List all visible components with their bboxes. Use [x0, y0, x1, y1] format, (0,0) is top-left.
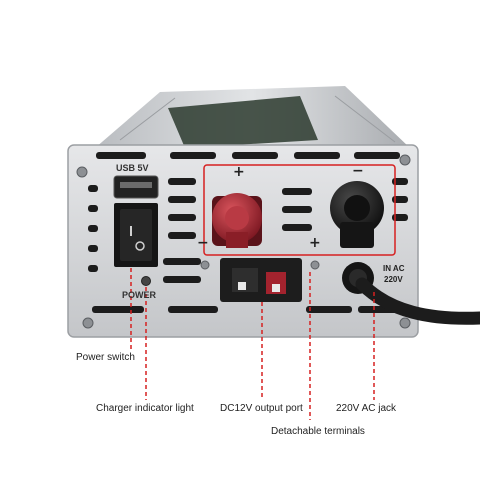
usb-label: USB 5V: [116, 163, 149, 173]
housing-top: [95, 86, 410, 148]
power-cable: [355, 277, 480, 325]
callout-lines: [130, 268, 375, 420]
callout-power-switch: Power switch: [76, 352, 135, 363]
ac-label-line1: IN AC: [383, 264, 405, 273]
power-label: POWER: [122, 290, 157, 300]
vent-slots: [88, 152, 408, 313]
positive-terminal: [212, 193, 262, 248]
negative-terminal: [330, 181, 384, 248]
negative-sign-top: −: [352, 163, 364, 179]
dc12v-output-port: [220, 258, 302, 302]
callout-220v-ac-jack: 220V AC jack: [336, 403, 397, 414]
screw-icon: [76, 154, 411, 329]
power-switch: [114, 203, 158, 267]
callout-charger-indicator-light: Charger indicator light: [96, 403, 194, 414]
callout-detachable-terminals: Detachable terminals: [271, 426, 365, 437]
positive-sign-top: +: [233, 164, 245, 180]
charger-indicator-light: [141, 276, 151, 286]
negative-sign-port: −: [197, 235, 209, 251]
callout-dc12v-output-port: DC12V output port: [220, 403, 303, 414]
terminals-highlight-box: [203, 164, 396, 256]
ac-label-line2: 220V: [384, 275, 403, 284]
positive-sign-port: +: [309, 235, 321, 251]
